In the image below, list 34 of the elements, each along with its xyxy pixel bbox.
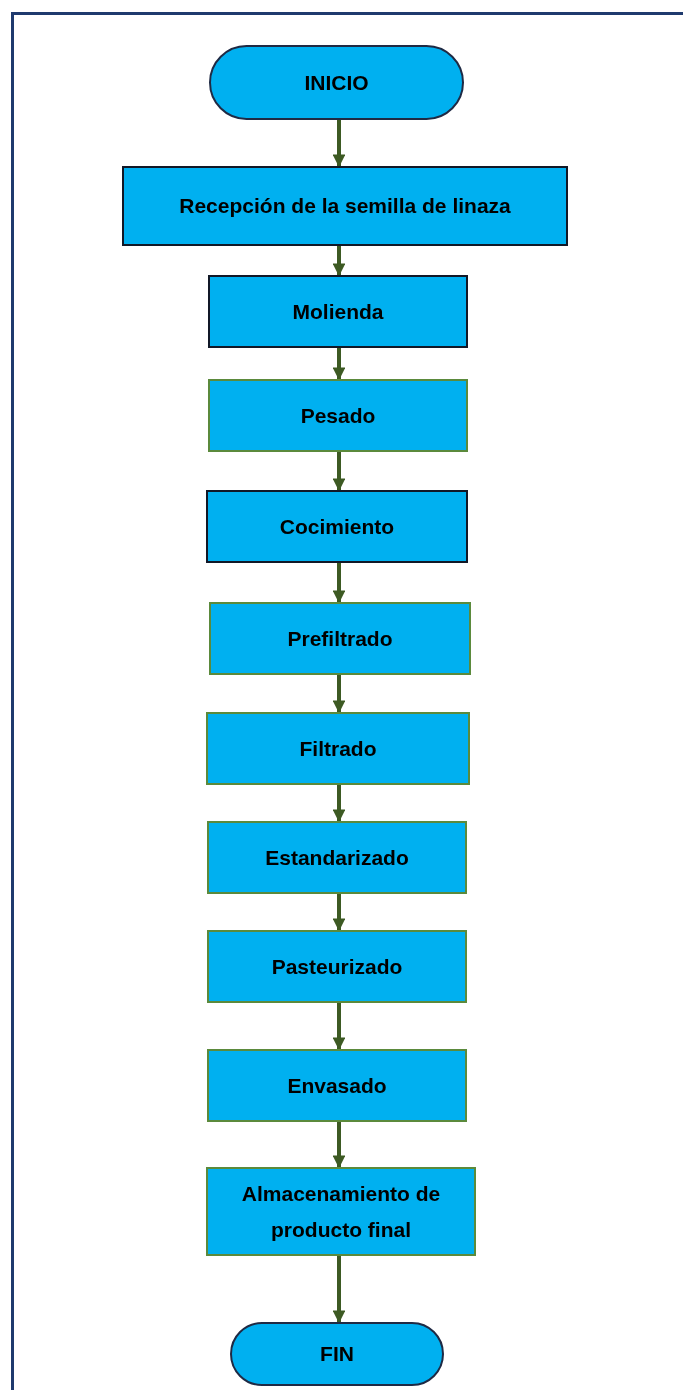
terminal-pill: [230, 1322, 444, 1386]
arrow: [332, 348, 346, 381]
process-box: [209, 602, 471, 675]
step-label: Estandarizado: [265, 844, 409, 871]
process-box: [208, 275, 468, 348]
process-box: [206, 1167, 476, 1256]
step-label: Molienda: [292, 298, 384, 325]
step-label: Prefiltrado: [287, 625, 393, 652]
process-box: [207, 1049, 467, 1122]
arrow: [332, 1122, 346, 1169]
step-label: Envasado: [287, 1072, 387, 1099]
step-label: Filtrado: [299, 735, 377, 762]
step-label: Recepción de la semilla de linaza: [179, 193, 511, 219]
step-label: Pesado: [300, 402, 376, 429]
process-box: [206, 490, 468, 563]
step-label: FIN: [320, 1341, 354, 1367]
process-box: [208, 379, 468, 452]
process-box: [206, 712, 470, 785]
arrow: [332, 785, 346, 823]
step-label: Pasteurizado: [271, 953, 403, 980]
arrow: [332, 1256, 346, 1324]
arrow: [332, 452, 346, 492]
process-box: [207, 930, 467, 1003]
process-box: [207, 821, 467, 894]
arrow: [332, 246, 346, 277]
arrow: [332, 1003, 346, 1051]
arrow: [332, 563, 346, 604]
arrow: [332, 894, 346, 932]
arrow: [332, 120, 346, 168]
process-box: [122, 166, 568, 246]
step-label: Almacenamiento de producto final: [240, 1180, 442, 1243]
arrow: [332, 675, 346, 714]
step-label: Cocimiento: [279, 513, 395, 540]
step-label: INICIO: [304, 69, 369, 96]
